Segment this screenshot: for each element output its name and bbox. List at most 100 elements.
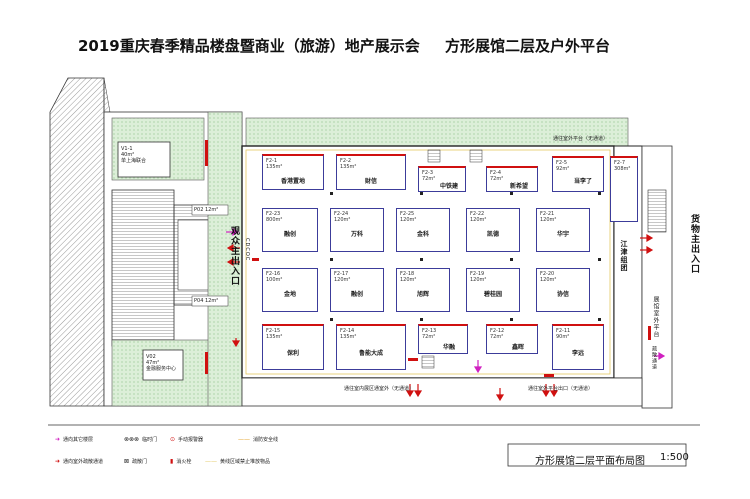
p02-box [191, 204, 229, 216]
bottom-corridor-left-label: 通往室内展区通室外（无通道） [344, 386, 415, 392]
booth-name: 中铁建 [439, 183, 458, 190]
bottom-corridor [241, 377, 643, 407]
booth-name: 李远 [571, 350, 584, 357]
left-staircase [111, 189, 175, 347]
scale-box [507, 443, 687, 467]
visitor-entrance-label: 观众主出入口 [229, 226, 239, 286]
room-v1 [117, 141, 171, 178]
booth-name: 金科 [416, 231, 429, 238]
booth-name: 碧桂园 [483, 291, 502, 298]
red-arrow-icon: ➜ [55, 458, 61, 465]
top-corridor-label: 通往室外平台（无通道） [553, 136, 609, 142]
booth-name: 金地 [283, 291, 296, 298]
booth-name: 协信 [556, 291, 569, 298]
bottom-corridor-right-label: 通往室外平台出口（无通道） [528, 386, 594, 392]
booth-name: 华宇 [556, 231, 569, 238]
legend-item-other-floors: ➜通向其它楼层 [55, 436, 94, 443]
legend-item-yellow-zone: ——黄线区域禁止堆放物品 [205, 458, 271, 465]
booth-name: 融创 [350, 291, 363, 298]
booth-name: 香港置地 [280, 178, 305, 185]
booth-name: 华融 [442, 344, 455, 351]
booth-name: 当李了 [573, 178, 592, 185]
page-title: 2019重庆春季精品楼盘暨商业（旅游）地产展示会 [78, 37, 420, 55]
hydrant-icon: ▮ [170, 458, 174, 465]
booth-name: 凯德 [486, 231, 499, 238]
room-v2 [142, 349, 184, 381]
booth-name: 旭辉 [416, 291, 429, 298]
entrance-code: CDCOC [244, 238, 250, 262]
top-grass-band [245, 117, 629, 147]
legend-item-outdoor-exit: ➜通向室外疏散通道 [55, 458, 104, 465]
legend-item-temp-door: ⊗⊗⊗临时门 [124, 436, 158, 443]
right-outside-label: 展馆室外平台 [652, 296, 659, 338]
page-subtitle: 方形展馆二层及户外平台 [445, 37, 611, 55]
alarm-icon: ⊙ [170, 436, 176, 443]
booth-name: 保利 [286, 350, 299, 357]
p02-label: P02 12m² [194, 207, 219, 213]
right-exit-label: 疏散通道 [651, 346, 657, 370]
magenta-arrow-icon: ➜ [55, 436, 61, 443]
safety-line-icon: —— [238, 436, 250, 443]
evac-door-icon: ⊠ [124, 458, 130, 465]
plan-scale: 1:500 [660, 452, 689, 463]
left-hatched-block [49, 77, 105, 407]
booth-name: 鲁能大成 [358, 350, 383, 357]
booth-name: 鑫晖 [511, 344, 524, 351]
booth-name: 万科 [350, 231, 363, 238]
left-grass-strip [207, 111, 243, 407]
legend-item-alarm: ⊙手动报警器 [170, 436, 204, 443]
legend-item-evac-door: ⊠疏散门 [124, 458, 148, 465]
right-band-label: 江津组团 [620, 240, 628, 272]
p04-label: P04 12m² [194, 298, 219, 304]
legend-item-hydrant: ▮消火栓 [170, 458, 192, 465]
booth-name: 融创 [283, 231, 296, 238]
booth-name: 财信 [364, 178, 377, 185]
legend-item-safety-line: ——消防安全线 [238, 436, 279, 443]
right-outside [641, 145, 673, 409]
plan-title: 方形展馆二层平面布局图 [535, 456, 645, 467]
p04-box [191, 295, 229, 307]
